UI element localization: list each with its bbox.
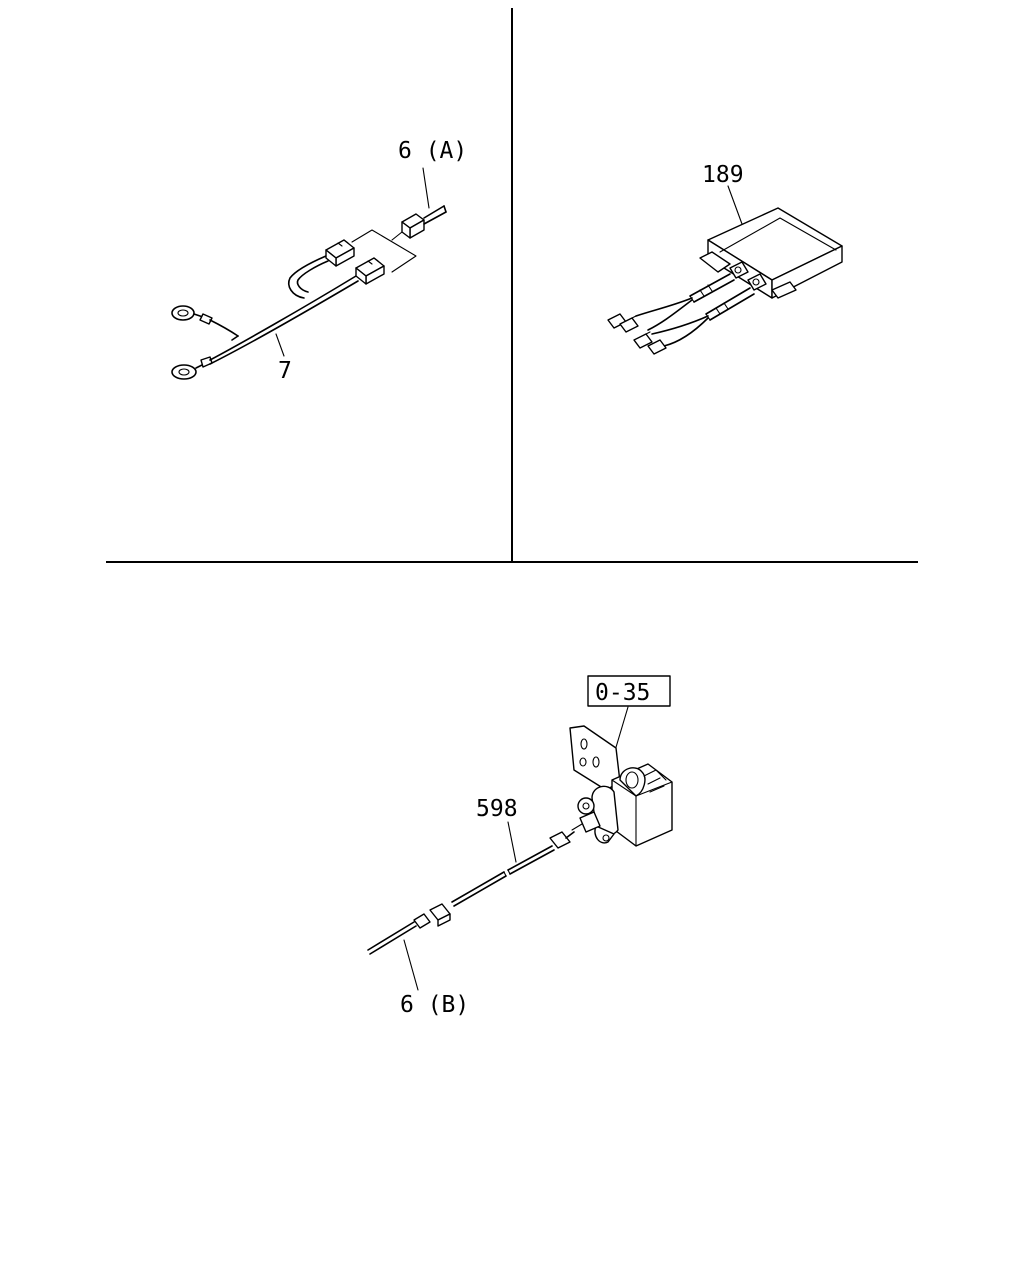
panel-dividers bbox=[106, 8, 918, 563]
ring-terminal-lower bbox=[171, 356, 213, 380]
leader-0-35 bbox=[613, 706, 629, 755]
ref-box-0-35 bbox=[587, 675, 671, 707]
harness-assembly bbox=[171, 167, 447, 380]
connector-6b-b bbox=[413, 913, 431, 929]
ring-terminal-upper bbox=[171, 305, 213, 325]
sensor-assembly bbox=[367, 675, 673, 991]
callout-598: 598 bbox=[476, 796, 518, 822]
control-module bbox=[607, 185, 843, 355]
connector-upper bbox=[325, 239, 355, 267]
leader-7 bbox=[275, 333, 285, 357]
connector-mate bbox=[401, 205, 447, 239]
connector-lower bbox=[355, 257, 385, 285]
callout-6b: 6 (B) bbox=[400, 992, 469, 1018]
leader-6b bbox=[403, 939, 419, 991]
callout-189: 189 bbox=[702, 162, 744, 188]
leader-189 bbox=[727, 185, 743, 225]
callout-6a: 6 (A) bbox=[398, 138, 467, 164]
plug-b bbox=[633, 333, 653, 349]
leader-598 bbox=[507, 821, 517, 863]
cable-nut bbox=[549, 831, 571, 849]
leader-6a bbox=[422, 167, 430, 209]
callout-7: 7 bbox=[278, 358, 292, 384]
callout-0-35: 0-35 bbox=[595, 680, 650, 706]
